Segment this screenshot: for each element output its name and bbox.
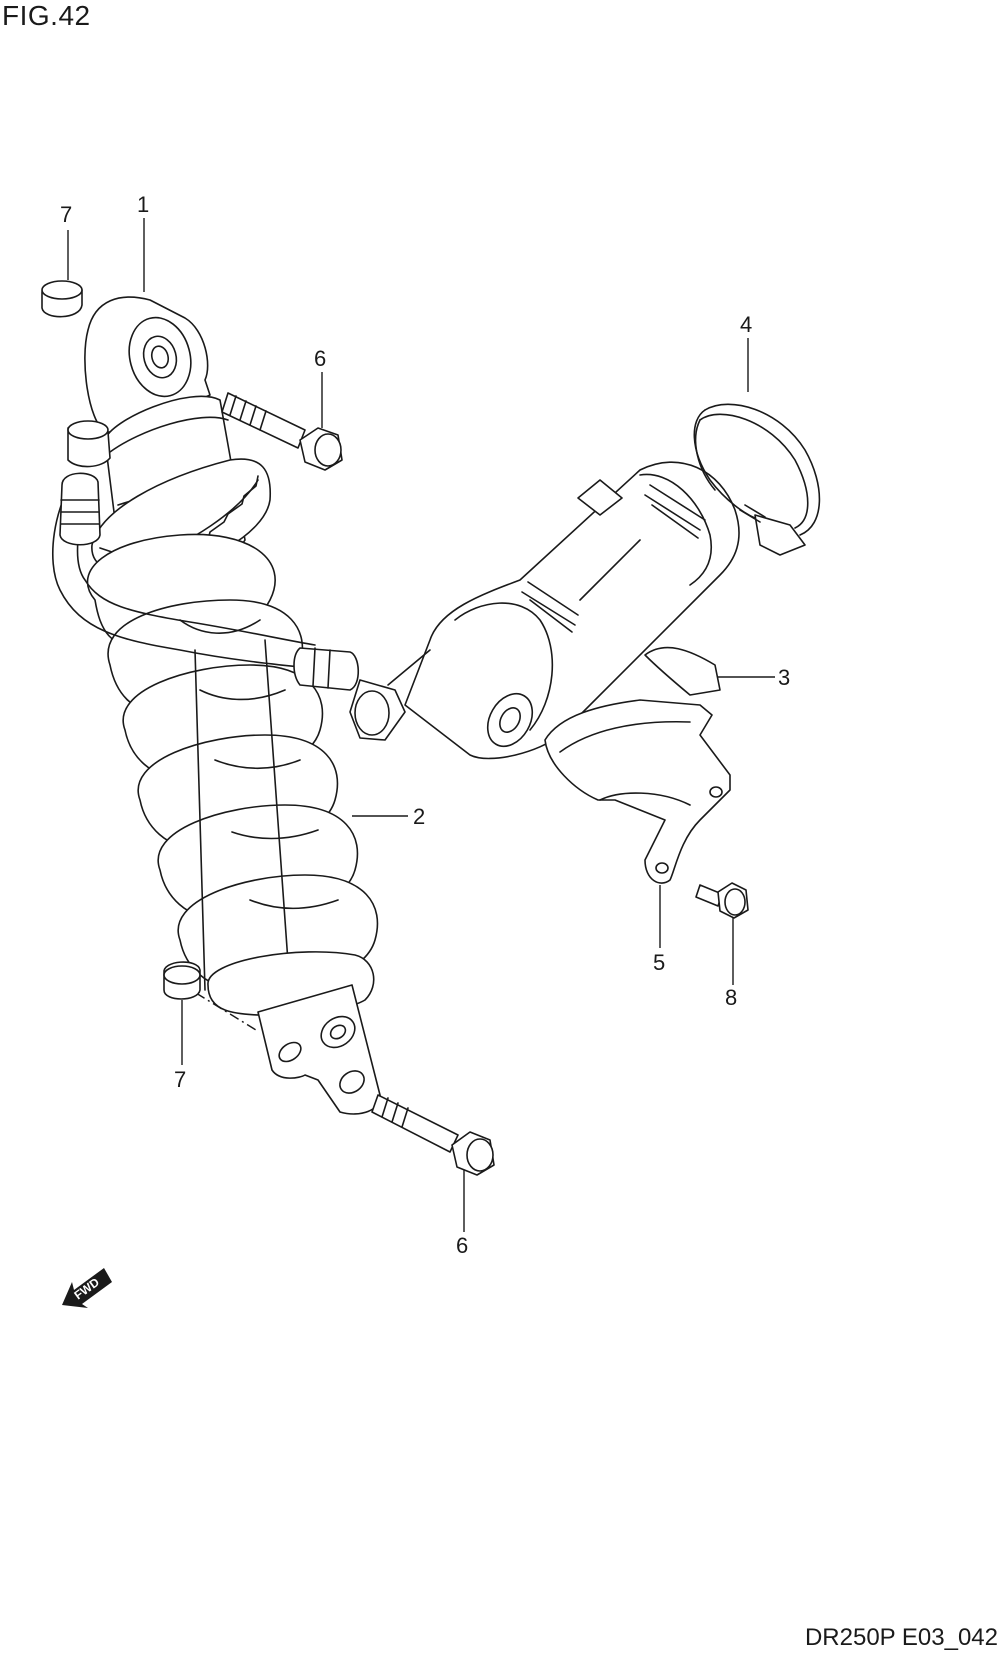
callout-6-lower: 6: [456, 1233, 468, 1258]
callout-4: 4: [740, 312, 752, 337]
leader-lines: [67, 218, 775, 1232]
callout-1: 1: [137, 192, 149, 217]
callout-6-upper: 6: [314, 346, 326, 371]
clamp-band-drawing: [693, 403, 821, 556]
reservoir-hose-drawing: [51, 420, 406, 741]
callout-3: 3: [778, 665, 790, 690]
reservoir-drawing: [387, 461, 740, 760]
callout-2: 2: [413, 804, 425, 829]
bolt-small-drawing: [695, 882, 749, 919]
figure-title: FIG.42: [2, 0, 91, 31]
callout-5: 5: [653, 950, 665, 975]
callout-7-upper: 7: [60, 202, 72, 227]
bolt-lower-drawing: [371, 1094, 495, 1176]
cushion-and-bracket-drawing: [544, 646, 731, 884]
callout-7-lower: 7: [174, 1067, 186, 1092]
callout-8: 8: [725, 985, 737, 1010]
bolt-upper-drawing: [221, 392, 343, 471]
nut-lower-drawing: [163, 961, 201, 1000]
shock-absorber-drawing: [84, 296, 381, 1115]
drawing-code: DR250P E03_042: [804, 1624, 998, 1651]
fwd-direction-arrow-icon: FWD: [62, 1268, 112, 1308]
nut-upper-drawing: [41, 280, 83, 318]
